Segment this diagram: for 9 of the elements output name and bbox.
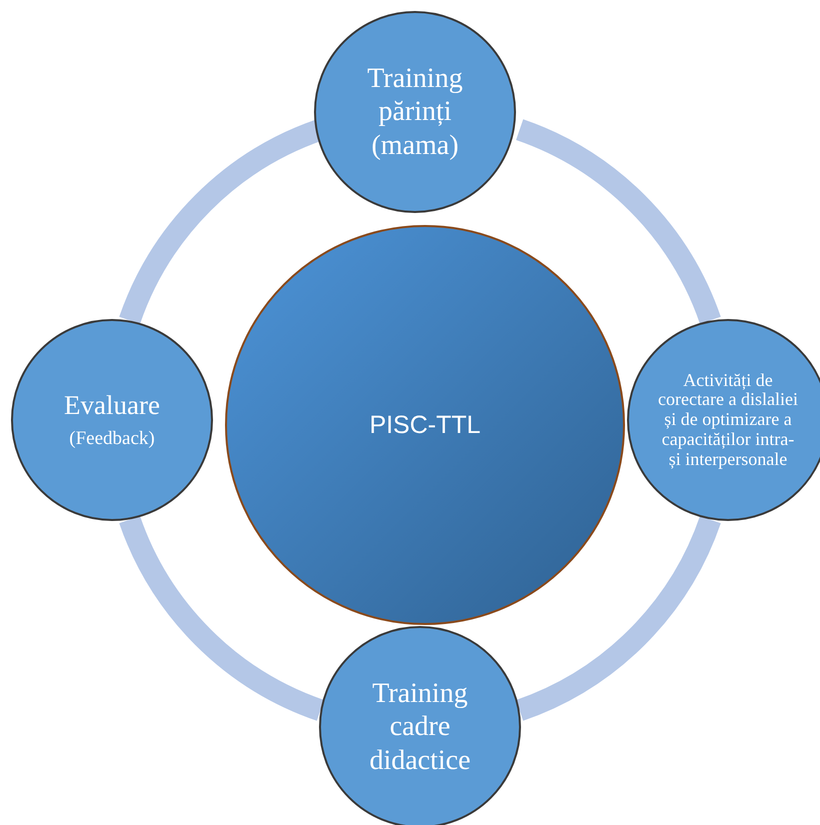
circle-sublabel: (Feedback)	[69, 428, 155, 451]
circle-label: Activități de corectare a dislaliei și de optimizare a capacităților intra- și interpersonale	[658, 370, 798, 470]
circle-label: Evaluare	[64, 389, 160, 422]
circle-label: Training cadre didactice	[368, 676, 472, 778]
ring-connector	[515, 119, 721, 325]
ring-connector	[515, 515, 721, 721]
circle-label: Training părinți (mama)	[366, 62, 464, 162]
circle-label: PISC-TTL	[369, 410, 481, 440]
ring-connector	[119, 515, 325, 721]
